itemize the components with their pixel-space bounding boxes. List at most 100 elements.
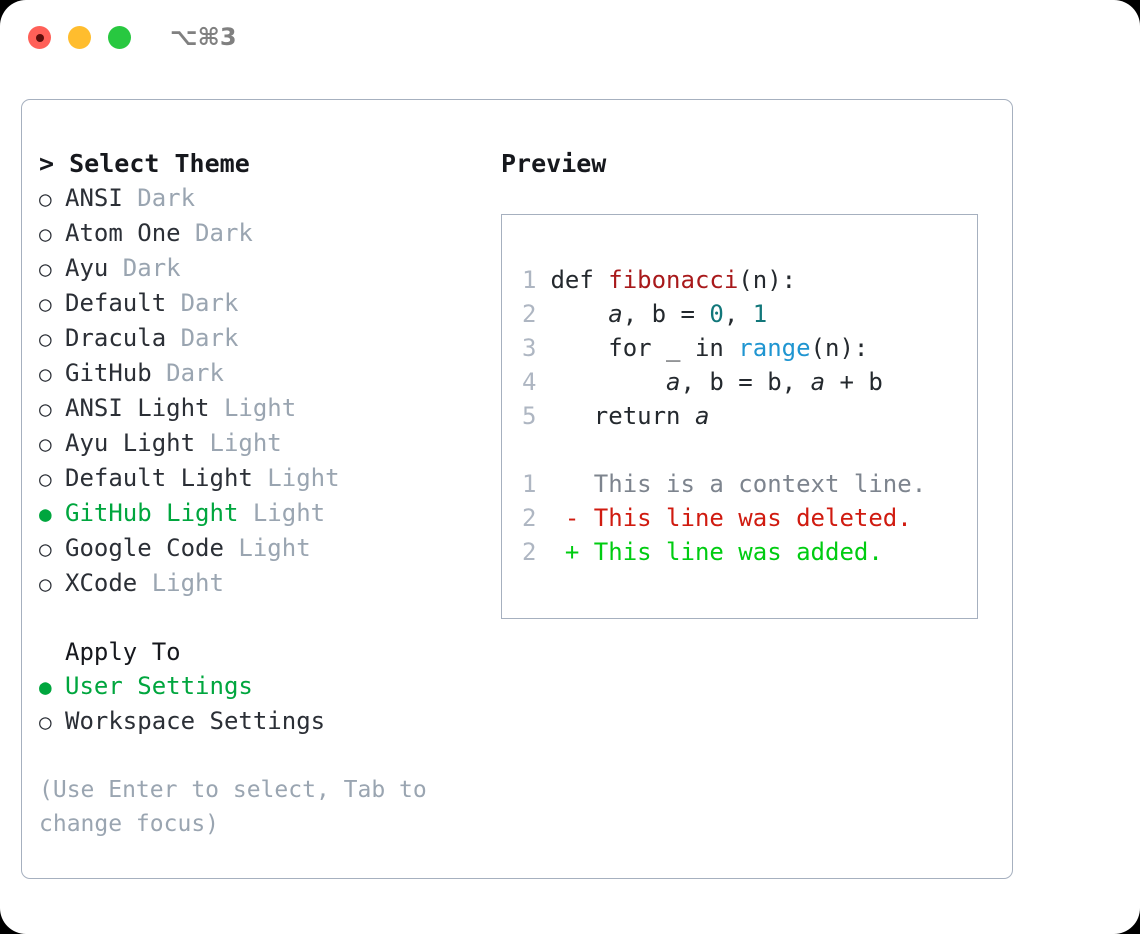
hotkey-label: ⌥⌘3 xyxy=(170,23,237,51)
code-line: 4 a, b = b, a + b xyxy=(522,365,977,399)
theme-option-kind: Light xyxy=(223,394,297,422)
theme-option-kind: Light xyxy=(238,534,311,562)
select-theme-heading: > Select Theme xyxy=(39,147,489,181)
code-token: a xyxy=(666,368,681,396)
theme-option-ayu[interactable]: ○Ayu Dark xyxy=(39,251,489,286)
code-token: 1 xyxy=(752,300,768,328)
apply-to-option-user-settings[interactable]: ● User Settings xyxy=(39,669,489,704)
theme-option-label: XCode xyxy=(65,569,152,597)
radio-unselected-icon: ○ xyxy=(39,327,52,351)
theme-option-default[interactable]: ○Default Dark xyxy=(39,286,489,321)
radio-unselected-icon: ○ xyxy=(39,397,52,421)
diff-line: 2 + This line was added. xyxy=(522,535,977,569)
theme-option-kind: Light xyxy=(252,499,326,527)
line-number: 1 xyxy=(522,266,537,294)
code-token: = xyxy=(666,300,710,328)
theme-option-label: Ayu xyxy=(65,254,123,282)
code-token: = xyxy=(723,368,768,396)
theme-option-kind: Light xyxy=(209,429,282,457)
theme-option-label: Dracula xyxy=(65,324,181,352)
code-token: a xyxy=(608,300,623,328)
theme-option-github-light[interactable]: ●GitHub Light Light xyxy=(39,496,489,531)
code-spacer xyxy=(522,433,977,467)
theme-option-label: GitHub Light xyxy=(65,499,253,527)
close-button-icon[interactable] xyxy=(28,26,51,49)
radio-selected-icon: ● xyxy=(39,675,52,699)
theme-option-label: Atom One xyxy=(65,219,196,247)
theme-option-ayu-light[interactable]: ○ Ayu Light Light xyxy=(39,426,489,461)
theme-option-kind: Dark xyxy=(195,219,253,247)
theme-option-ansi[interactable]: ○ ANSI Dark xyxy=(39,181,489,216)
diff-line: 1 This is a context line. xyxy=(522,467,977,501)
code-token: b xyxy=(767,368,782,396)
select-theme-label: Select Theme xyxy=(69,149,250,178)
radio-unselected-icon: ○ xyxy=(39,537,52,561)
theme-option-atom-one[interactable]: ○ Atom One Dark xyxy=(39,216,489,251)
theme-selector-column: > Select Theme ○ANSI Dark○Atom One Dark○… xyxy=(39,147,489,841)
code-token: (n): xyxy=(738,266,797,294)
code-token: (n): xyxy=(810,334,869,362)
theme-option-kind: Dark xyxy=(166,359,224,387)
theme-option-label: ANSI xyxy=(65,184,138,212)
theme-option-label: Ayu Light xyxy=(65,429,210,457)
code-token: for _ in xyxy=(550,334,739,362)
code-line: 5 return a xyxy=(522,399,977,433)
code-token xyxy=(550,368,666,396)
code-token: b xyxy=(709,368,724,396)
theme-option-ansi-light[interactable]: ○ANSI Light Light xyxy=(39,391,489,426)
keyboard-hint: (Use Enter to select, Tab to change focu… xyxy=(39,777,427,837)
code-token: + xyxy=(825,368,869,396)
code-token: b xyxy=(868,368,883,396)
radio-unselected-icon: ○ xyxy=(39,187,52,211)
apply-to-block: Apply To ● User Settings ○Workspace Settin… xyxy=(39,635,489,739)
theme-option-label: Google Code xyxy=(65,534,239,562)
code-token xyxy=(550,300,608,328)
close-dot-icon xyxy=(35,33,44,42)
minimize-button-icon[interactable] xyxy=(68,26,91,49)
theme-option-kind: Light xyxy=(151,569,224,597)
code-line: 2 a, b = 0, 1 xyxy=(522,297,977,331)
code-token: , xyxy=(622,300,652,328)
theme-option-label: Default xyxy=(65,289,181,317)
theme-option-default-light[interactable]: ○ Default Light Light xyxy=(39,461,489,496)
theme-list: ○ANSI Dark○Atom One Dark○Ayu Dark○Defaul… xyxy=(39,181,489,601)
theme-option-github[interactable]: ○GitHub Dark xyxy=(39,356,489,391)
radio-unselected-icon: ○ xyxy=(39,710,52,734)
code-token: b xyxy=(651,300,667,328)
code-token: a xyxy=(694,402,710,430)
code-token: range xyxy=(738,334,811,362)
code-token: 0 xyxy=(709,300,724,328)
caret-icon: > xyxy=(39,149,55,178)
maximize-button-icon[interactable] xyxy=(108,26,131,49)
code-token: a xyxy=(810,368,826,396)
theme-option-label: Default Light xyxy=(65,464,268,492)
apply-to-option-workspace-settings[interactable]: ○Workspace Settings xyxy=(39,704,489,739)
preview-column: Preview 1 def fibonacci(n):2 a, b = 0, 1… xyxy=(501,147,1001,619)
theme-option-kind: Dark xyxy=(137,184,196,212)
diff-marker: + xyxy=(564,538,580,566)
theme-option-dracula[interactable]: ○ Dracula Dark xyxy=(39,321,489,356)
theme-option-google-code[interactable]: ○ Google Code Light xyxy=(39,531,489,566)
window-controls xyxy=(28,26,131,49)
radio-unselected-icon: ○ xyxy=(39,222,52,246)
code-token: return xyxy=(550,402,695,430)
diff-marker xyxy=(565,470,579,498)
code-token: , xyxy=(680,368,710,396)
line-number: 2 xyxy=(522,538,537,566)
radio-unselected-icon: ○ xyxy=(39,432,52,456)
panel-columns: > Select Theme ○ANSI Dark○Atom One Dark○… xyxy=(22,100,1012,878)
line-number: 5 xyxy=(522,402,537,430)
radio-unselected-icon: ○ xyxy=(39,257,52,281)
apply-to-option-label: User Settings xyxy=(65,672,253,700)
diff-text: This is a context line. xyxy=(579,470,927,498)
main-panel: > Select Theme ○ANSI Dark○Atom One Dark○… xyxy=(21,99,1013,879)
apply-to-heading: Apply To xyxy=(65,638,181,666)
theme-option-xcode[interactable]: ○XCode Light xyxy=(39,566,489,601)
radio-unselected-icon: ○ xyxy=(39,467,52,491)
theme-option-kind: Light xyxy=(267,464,340,492)
theme-option-kind: Dark xyxy=(180,324,239,352)
code-token: , xyxy=(723,300,753,328)
